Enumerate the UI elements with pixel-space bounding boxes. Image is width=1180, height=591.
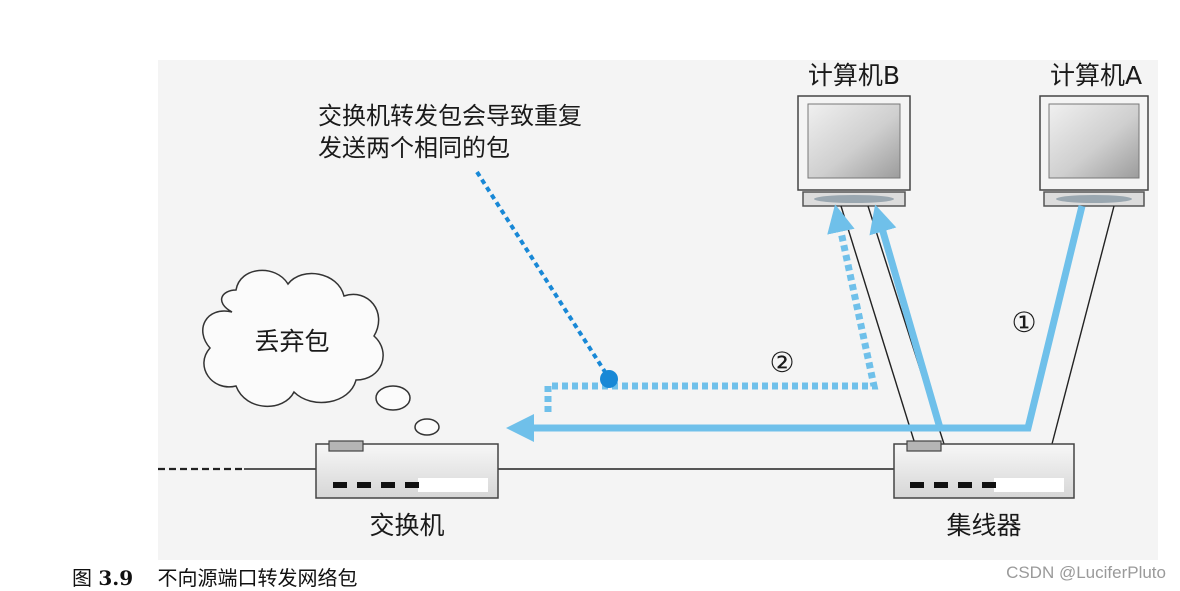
- hub-port-1: [910, 482, 924, 488]
- switch-port-4: [405, 482, 419, 488]
- note-text-line1: 交换机转发包会导致重复: [318, 102, 582, 130]
- cable-computer-a-hub: [1051, 205, 1115, 445]
- note-leader-dot: [600, 370, 618, 388]
- switch-label-plate: [418, 478, 488, 492]
- drop-cloud: [202, 269, 440, 436]
- computer-b-label: 计算机B: [808, 61, 900, 90]
- switch-port-2: [357, 482, 371, 488]
- computer-b-screen: [807, 103, 901, 179]
- computer-a-label: 计算机A: [1050, 61, 1142, 90]
- drop-cloud-shape: [202, 269, 384, 407]
- switch-top-tab: [328, 440, 364, 452]
- hub-label-plate: [994, 478, 1064, 492]
- switch-device: [315, 440, 499, 499]
- hub-label: 集线器: [946, 511, 1021, 540]
- computer-a: [1039, 95, 1149, 207]
- packet-arrow-hub-to-switch: [506, 205, 1086, 442]
- computer-b: [797, 95, 911, 207]
- step-2-marker: ②: [769, 346, 794, 379]
- drop-cloud-bubble-large: [375, 385, 411, 411]
- computer-a-stand: [1056, 195, 1132, 203]
- note-text-line2: 发送两个相同的包: [318, 134, 510, 162]
- figure-title: 不向源端口转发网络包: [157, 566, 358, 590]
- switch-port-1: [333, 482, 347, 488]
- drop-cloud-bubble-small: [414, 418, 440, 436]
- figure-prefix: 图: [72, 566, 92, 590]
- hub-port-2: [934, 482, 948, 488]
- hub-port-3: [958, 482, 972, 488]
- watermark: CSDN @LuciferPluto: [1006, 563, 1166, 582]
- hub-device: [893, 440, 1075, 499]
- note-leader-line: [475, 170, 609, 377]
- figure-caption: 图 3.9 不向源端口转发网络包: [72, 562, 358, 590]
- packet-arrow-hub-to-computer-b: [869, 204, 944, 429]
- switch-port-3: [381, 482, 395, 488]
- cable-computer-b-hub-left: [840, 205, 916, 445]
- hub-port-4: [982, 482, 996, 488]
- switch-label: 交换机: [369, 511, 444, 540]
- figure-number: 3.9: [98, 566, 134, 590]
- hub-top-tab: [906, 440, 942, 452]
- step-1-marker: ①: [1011, 306, 1036, 339]
- computer-b-stand: [814, 195, 894, 203]
- drop-cloud-label: 丢弃包: [254, 327, 329, 356]
- packet-arrow-duplicate-to-computer-b: [544, 204, 879, 412]
- computer-a-screen: [1048, 103, 1140, 179]
